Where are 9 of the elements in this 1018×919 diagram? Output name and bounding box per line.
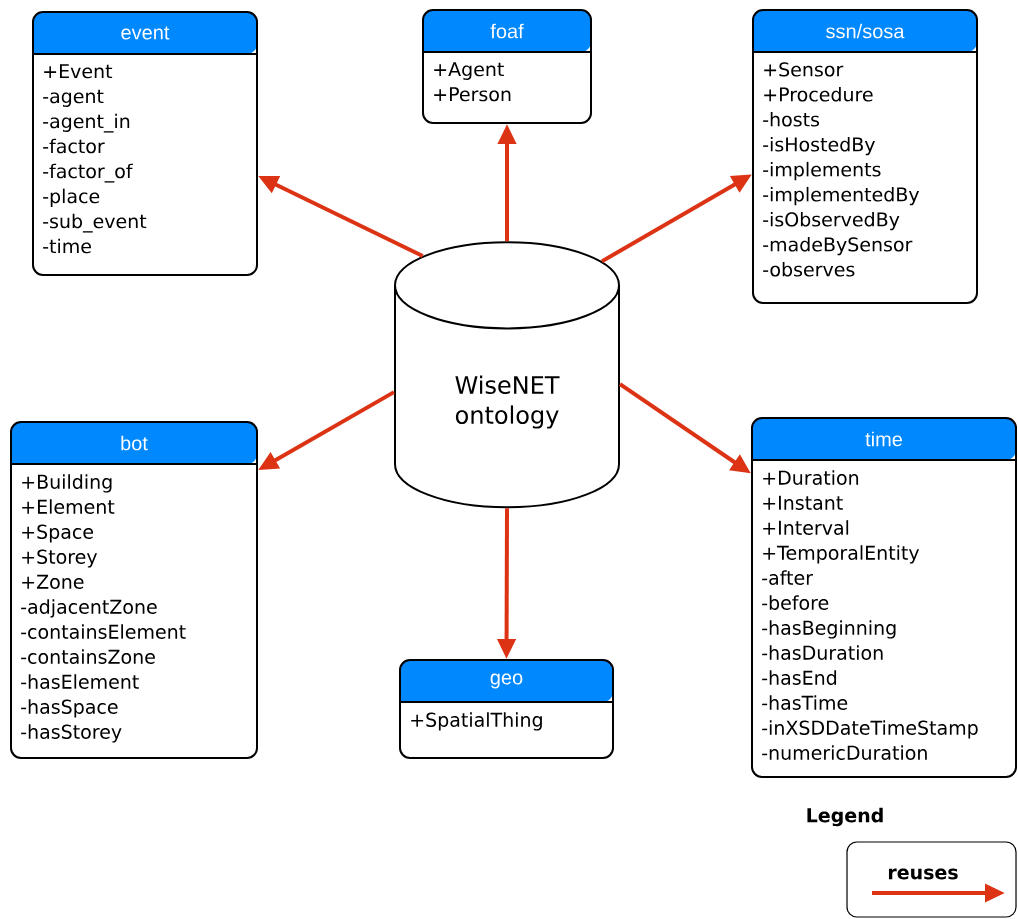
legend-label: reuses [888,868,958,880]
class-box: event +Event -agent -agent_in -factor -factor_of -place -sub_event -time [32,11,258,276]
class-box: time +Duration +Instant +Interval +TemporalEntity -after -before -hasBeginning -hasDuration -hasEnd -hasTime -inXSDDateTimeStamp -numericDuration [751,417,1017,778]
class-box: ssn/sosa +Sensor +Procedure -hosts -isHostedBy -implements -implementedBy -isObservedBy -madeBySensor -observes [752,9,978,304]
legend-title: Legend [807,807,883,827]
class-box: foaf +Agent +Person [422,9,592,124]
class-box: bot +Building +Element +Space +Storey +Zone -adjacentZone -containsElement -containsZone -hasElement -hasSpace -hasStorey [10,421,258,759]
class-box: geo +SpatialThing [399,659,614,759]
database-cylinder: WiseNET ontology [394,241,620,509]
